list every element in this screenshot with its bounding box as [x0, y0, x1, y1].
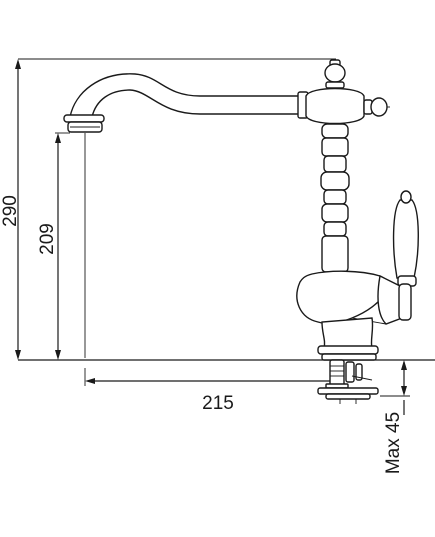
- dimension-total-height: 290: [0, 58, 336, 361]
- dimension-max-counter-thickness: Max 45: [380, 360, 410, 474]
- spout-reach-label: 215: [202, 393, 234, 414]
- dimension-spout-height: 209: [37, 132, 70, 360]
- max-thickness-label: Max 45: [383, 412, 404, 474]
- faucet-illustration: [63, 59, 419, 404]
- spout-height-label: 209: [37, 223, 58, 255]
- total-height-label: 290: [0, 195, 21, 227]
- dimension-spout-reach: 215: [85, 360, 337, 414]
